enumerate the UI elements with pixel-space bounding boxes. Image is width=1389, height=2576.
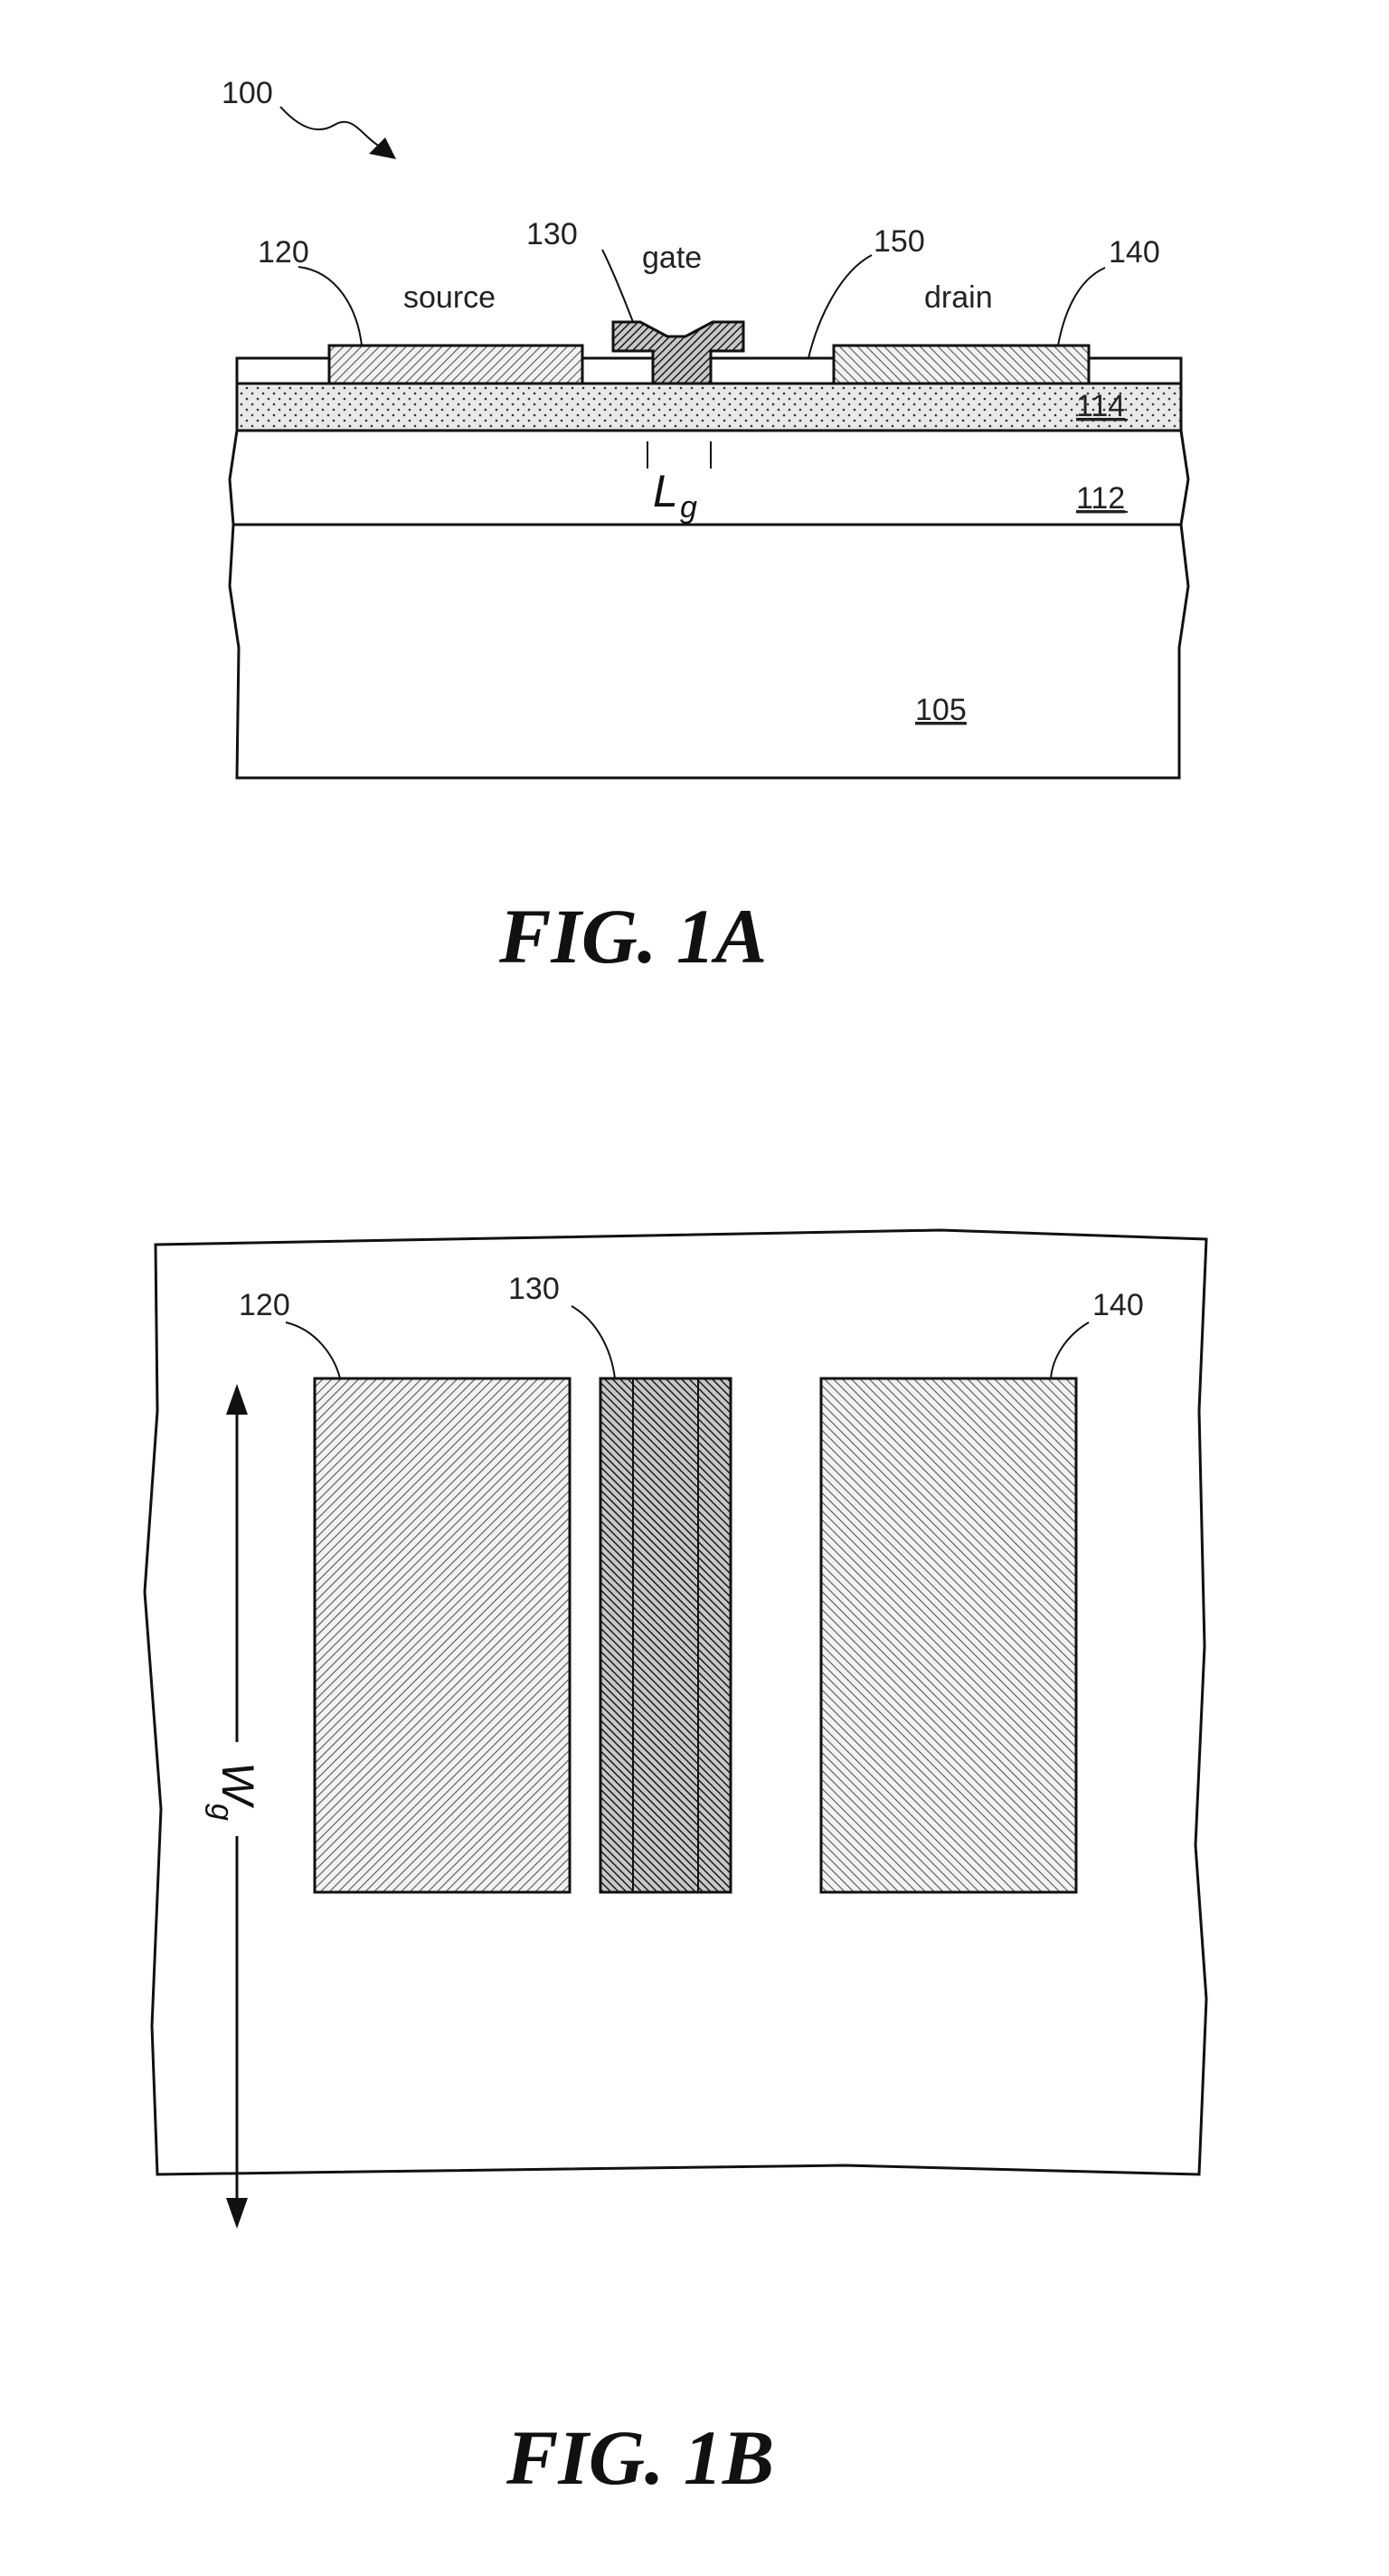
ref-substrate-label: 105: [915, 693, 967, 727]
source-text-label: source: [403, 280, 496, 315]
fig-1b-caption: FIG. 1B: [506, 2414, 774, 2501]
ref-drain-leader: [1058, 268, 1105, 346]
barrier-layer: [237, 384, 1181, 431]
ref-source-leader: [298, 267, 362, 346]
ref-source-pad-label: 120: [239, 1288, 290, 1322]
drain-text-label: drain: [924, 280, 993, 315]
gate-width-arrowhead-bottom: [226, 2198, 248, 2229]
ref-source-label: 120: [258, 235, 309, 270]
fig-1a: 100 source gate drain 120 130 150 140 11…: [222, 76, 1188, 980]
ref-drain-label: 140: [1109, 235, 1160, 270]
channel-layer: [230, 431, 1188, 525]
ref-gate-label: 130: [526, 217, 578, 251]
ref-gate-leader: [602, 250, 633, 322]
ref-passivation-label: 150: [874, 224, 925, 259]
gate-length-symbol: L: [653, 466, 678, 516]
gate-text-label: gate: [642, 241, 702, 275]
substrate-layer: [230, 525, 1188, 778]
ref-channel-label: 112: [1076, 481, 1125, 516]
ref-barrier-label: 114: [1076, 389, 1125, 423]
source-contact: [329, 346, 582, 384]
device-leader-squiggle: [280, 107, 380, 147]
ref-drain-pad-label: 140: [1092, 1288, 1144, 1322]
ref-passivation-leader: [808, 255, 872, 358]
gate-width-symbol: W: [213, 1762, 263, 1809]
ref-device-label: 100: [222, 76, 273, 110]
drain-pad: [821, 1378, 1076, 1892]
gate-width-subscript: g: [204, 1804, 239, 1821]
fig-1b: 120 130 140 W g FIG. 1B: [145, 1230, 1206, 2501]
gate-stripe: [600, 1378, 731, 1892]
fig-1a-caption: FIG. 1A: [498, 893, 767, 980]
drain-contact: [834, 346, 1089, 384]
source-pad: [315, 1378, 570, 1892]
ref-gate-stripe-label: 130: [508, 1272, 560, 1306]
gate-length-subscript: g: [680, 490, 697, 525]
